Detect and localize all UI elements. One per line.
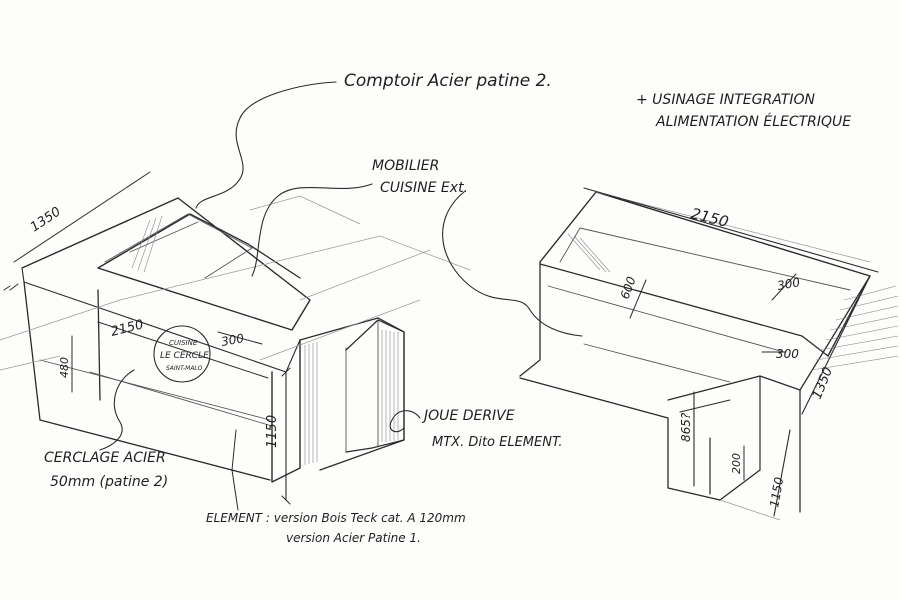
right-counter-hatching — [567, 233, 899, 371]
dim-left-length: 2150 — [109, 317, 145, 340]
label-usinage-1: + USINAGE INTEGRATION — [636, 92, 815, 108]
dim-left-height: 1150 — [265, 415, 280, 448]
label-comptoir: Comptoir Acier patine 2. — [344, 71, 552, 91]
dim-left-top-width: 300 — [220, 331, 245, 349]
label-cerclage-1: CERCLAGE ACIER — [44, 450, 166, 466]
logo-line3: SAINT-MALO — [166, 365, 203, 372]
dim-right-shelf: 300 — [776, 347, 799, 361]
label-joue-2: MTX. Dito ELEMENT. — [432, 435, 563, 450]
dim-right-step-height: 865? — [679, 412, 693, 442]
label-mobilier-2: CUISINE Ext. — [380, 180, 468, 196]
label-usinage-2: ALIMENTATION ÉLECTRIQUE — [655, 113, 851, 130]
logo-line1: CUISINE — [169, 339, 198, 347]
left-counter-hatching — [131, 215, 399, 465]
label-element-2: version Acier Patine 1. — [286, 531, 421, 545]
left-counter — [0, 195, 471, 483]
dim-right-top-width: 300 — [776, 275, 801, 293]
dim-left-depth: 1350 — [28, 204, 64, 235]
logo-line2: LE CERCLE — [160, 351, 209, 361]
left-dimension-lines — [3, 171, 291, 505]
dim-right-inner-depth: 600 — [618, 274, 639, 301]
dim-right-plinth: 200 — [730, 453, 743, 474]
dim-right-height: 1150 — [767, 476, 786, 509]
label-element-1: ELEMENT : version Bois Teck cat. A 120mm — [206, 511, 466, 525]
dim-left-band-height: 480 — [58, 357, 71, 378]
label-cerclage-2: 50mm (patine 2) — [50, 474, 168, 490]
leader-lines — [99, 81, 583, 511]
dim-right-depth: 1350 — [810, 365, 836, 401]
right-dimension-lines — [583, 187, 879, 517]
right-counter — [519, 191, 899, 521]
label-joue-1: JOUE DERIVE — [421, 408, 515, 424]
logo-badge: CUISINE LE CERCLE SAINT-MALO — [153, 325, 211, 383]
label-mobilier-1: MOBILIER — [372, 158, 439, 174]
